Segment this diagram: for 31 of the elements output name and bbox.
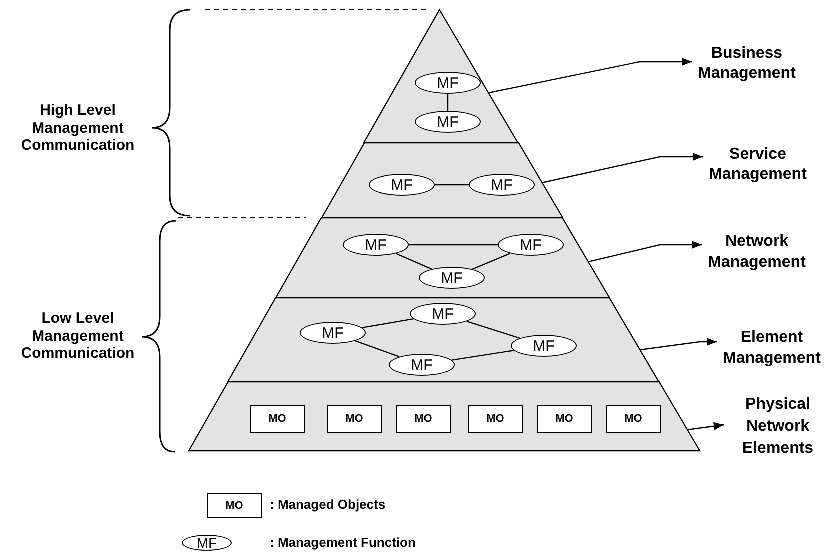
layer-label: Business Management [692,44,802,84]
arrow [640,338,717,351]
connector-line [355,340,400,358]
object-box: MO [327,405,382,433]
legend-text: : Management Function [270,535,416,550]
connector-line [452,350,514,361]
connector-line [396,253,432,270]
connector-line [409,244,498,246]
object-box: MO [396,405,451,433]
layer-label: Service Management [703,145,813,185]
arrow [488,58,692,94]
layer-label: Element Management [717,327,827,369]
arrow [542,153,703,184]
connector-line [447,94,449,111]
connector-line [362,318,414,329]
object-box: MO [468,405,523,433]
arrow [588,241,702,263]
arrow [688,422,724,431]
layer-label: Network Management [702,231,812,273]
legend-function-ellipse: MF [182,535,232,551]
legend-object-box: MO [207,493,262,518]
layer-label: Physical Network Elements [724,394,832,460]
object-box: MO [250,405,305,433]
side-note: High Level Management Communication [20,102,136,154]
connector-line [435,184,469,186]
connector-line [466,321,520,339]
side-note: Low Level Management Communication [20,310,136,362]
object-box: MO [537,405,592,433]
connector-line [472,253,511,270]
object-box: MO [606,405,661,433]
legend-text: : Managed Objects [270,497,386,512]
